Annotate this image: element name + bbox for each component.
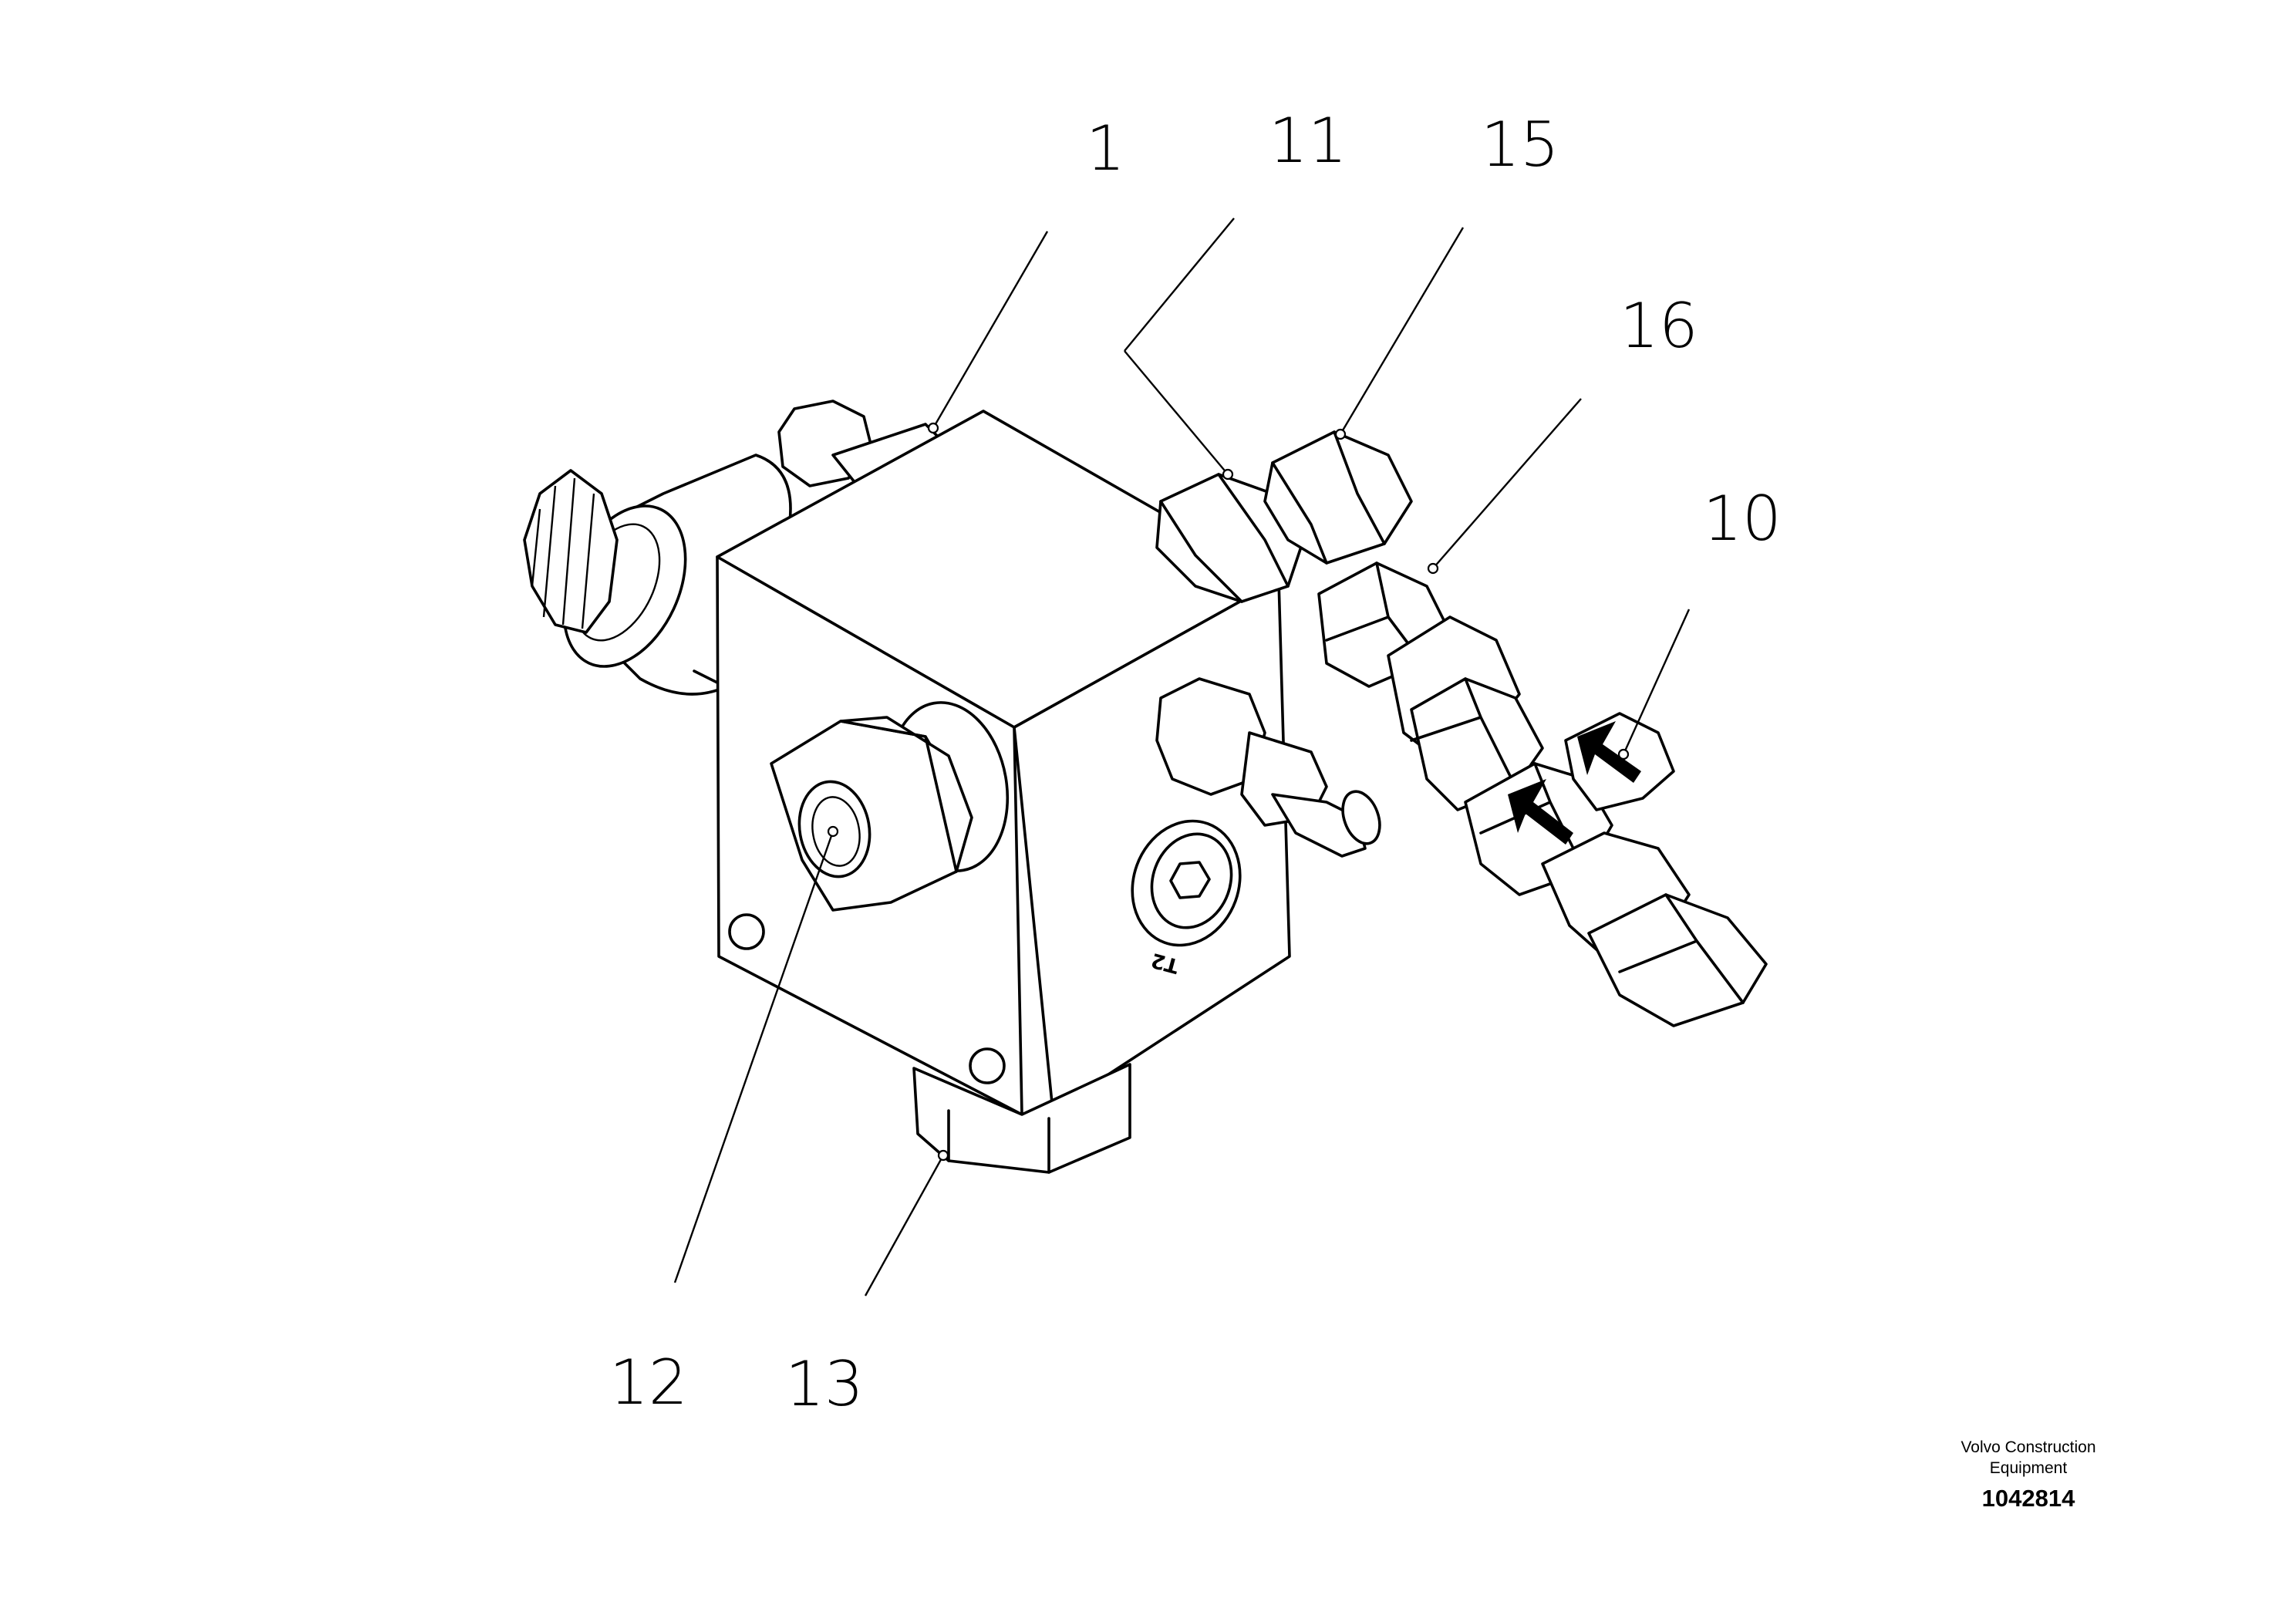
- leader-lines: [673, 218, 1691, 1297]
- bottom-cartridge: [912, 1063, 1131, 1174]
- top-fitting-assembly: [1155, 430, 1413, 603]
- mounting-hole: [969, 1047, 1006, 1084]
- callout-11: 11: [1269, 105, 1347, 177]
- flow-arrow-icon: [1577, 721, 1641, 783]
- callout-15: 15: [1481, 109, 1559, 180]
- flow-arrow-icon: [1508, 779, 1573, 845]
- callout-10: 10: [1703, 483, 1782, 555]
- caption-company-line1: Volvo Construction: [1961, 1438, 2095, 1456]
- mounting-hole: [728, 913, 765, 950]
- check-valve: [1464, 712, 1768, 1027]
- callout-12: 12: [609, 1347, 688, 1418]
- inline-pipe-fitting: [1317, 561, 1544, 811]
- solenoid-coil: [523, 454, 792, 696]
- part-number: 1042814: [1982, 1485, 2075, 1512]
- callout-1: 1: [1086, 113, 1125, 184]
- callout-13: 13: [785, 1348, 864, 1420]
- callout-16: 16: [1620, 290, 1698, 362]
- side-pressure-fitting: [1131, 677, 1381, 947]
- caption-company-line2: Equipment: [1990, 1459, 2068, 1477]
